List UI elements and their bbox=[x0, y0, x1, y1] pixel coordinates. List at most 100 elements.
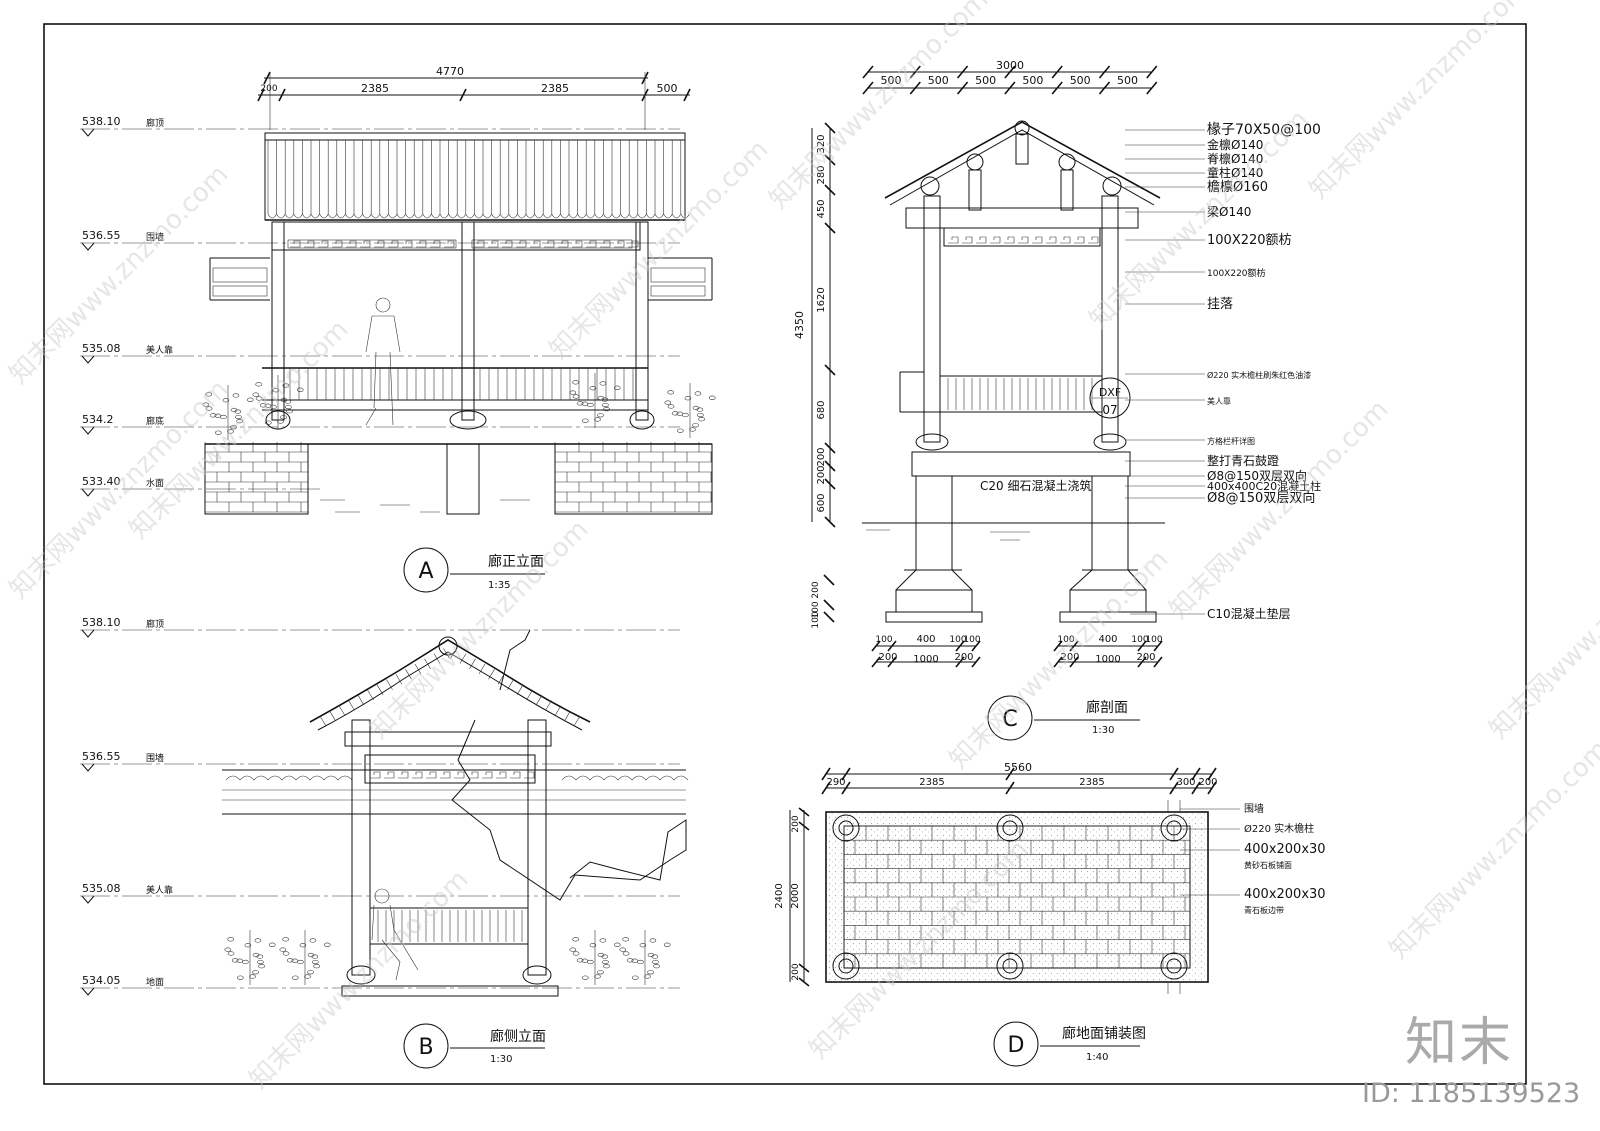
view-scale: 1:30 bbox=[490, 1054, 512, 1065]
dim-vertical: 4350 bbox=[793, 311, 806, 339]
fret-pattern bbox=[444, 240, 455, 248]
shrub-leaf bbox=[697, 412, 704, 418]
dim-vertical: 200 bbox=[811, 581, 821, 598]
shrub-leaf bbox=[297, 959, 304, 965]
roof-tile-end bbox=[499, 213, 510, 219]
dim-vertical: 600 bbox=[816, 493, 827, 512]
watermark-text: 知末网www.znzmo.com bbox=[1484, 514, 1600, 745]
shrub-leaf bbox=[282, 383, 290, 388]
callout-text: 黄砂石板铺面 bbox=[1244, 860, 1292, 870]
roof-tile bbox=[459, 653, 467, 664]
wall-cap-tile bbox=[589, 775, 605, 781]
fret-pattern bbox=[370, 771, 381, 779]
roof-tile-end bbox=[534, 213, 544, 219]
shrub-leaf bbox=[664, 400, 672, 405]
callout-text: 100X220额枋 bbox=[1207, 232, 1292, 248]
fret-pattern bbox=[502, 240, 513, 248]
dim-segment: 100 bbox=[949, 635, 966, 645]
level-label: 廊顶 bbox=[146, 618, 164, 630]
dim-tick bbox=[824, 478, 836, 490]
roof-tile bbox=[478, 663, 486, 675]
callout-text: C20 细石混凝土浇筑 bbox=[980, 478, 1091, 493]
shrub-leaf bbox=[285, 404, 292, 410]
shrub-leaf bbox=[307, 970, 314, 975]
shrub-leaf bbox=[613, 385, 621, 390]
roof-tile-end bbox=[439, 213, 449, 219]
fret-pattern bbox=[304, 240, 315, 248]
wall-cap-tile bbox=[225, 775, 241, 781]
fret-pattern bbox=[530, 240, 541, 248]
shrub-leaf bbox=[692, 423, 699, 428]
watermark-text: 知末网www.znzmo.com bbox=[4, 159, 235, 390]
callout-text: 挂落 bbox=[1207, 297, 1233, 312]
level-marker: 533.40 水面 bbox=[80, 475, 320, 497]
roof-tile-end bbox=[671, 213, 682, 219]
roof-tile bbox=[367, 689, 374, 701]
dim-tick bbox=[798, 977, 810, 987]
shrub-leaf bbox=[694, 391, 702, 396]
callout-text: Ø8@150双层双向 bbox=[1207, 468, 1307, 483]
shrub-leaf bbox=[252, 970, 259, 975]
roof-tile-end bbox=[422, 213, 432, 219]
roof-tile-end bbox=[310, 213, 320, 219]
dim-overall: 4770 bbox=[436, 65, 464, 78]
level-marker: 536.55 围墙 bbox=[80, 229, 680, 251]
roof-tile-end bbox=[388, 213, 398, 219]
shrub-leaf bbox=[222, 398, 230, 403]
dimensions-a: 4770 200 2385 2385 500 bbox=[257, 65, 691, 130]
dim-tick bbox=[824, 364, 836, 376]
shrub-leaf bbox=[589, 943, 597, 948]
shrub-leaf bbox=[236, 419, 243, 424]
fret-pattern bbox=[482, 771, 493, 779]
wall-cap-tile bbox=[631, 775, 647, 781]
level-markers-a: 538.10 廊顶 536.55 围墙 535.08 美人靠 534.2 廊底 bbox=[80, 115, 680, 497]
callout-text: 100X220额枋 bbox=[1207, 267, 1266, 279]
dim-segment: 500 bbox=[881, 74, 902, 87]
dim-vertical: 200 bbox=[791, 815, 801, 832]
dim-overall: 3000 bbox=[996, 59, 1024, 72]
roof-tile bbox=[554, 705, 562, 716]
shrub-leaf bbox=[279, 947, 287, 952]
shrub-leaf bbox=[282, 951, 290, 956]
level-value: 535.08 bbox=[82, 882, 121, 895]
shrub-leaf bbox=[237, 975, 244, 980]
level-marker: 534.2 廊底 bbox=[80, 413, 680, 435]
fret-pattern bbox=[976, 236, 987, 244]
watermark-text: 知末网www.znzmo.com bbox=[1164, 394, 1395, 625]
garden-wall-b bbox=[222, 769, 689, 815]
dim-tick bbox=[956, 65, 969, 95]
fret-pattern bbox=[416, 240, 427, 248]
roof-tile bbox=[414, 663, 422, 675]
roof-tile-end bbox=[448, 213, 458, 219]
shrub-leaf bbox=[653, 964, 660, 969]
roof-tile bbox=[488, 669, 495, 680]
dim-tick bbox=[1191, 767, 1201, 795]
shrub-leaf bbox=[258, 964, 265, 969]
shrub-leaf bbox=[299, 943, 307, 948]
shrub-leaf bbox=[312, 959, 319, 965]
roof-tile bbox=[535, 695, 543, 706]
shrub-leaf bbox=[708, 395, 716, 400]
roof-tile-end bbox=[396, 213, 406, 219]
roof-tile bbox=[433, 653, 441, 664]
wall-cap-tile bbox=[561, 775, 577, 781]
fret-pattern bbox=[488, 240, 499, 248]
shrub-leaf bbox=[249, 974, 256, 979]
roof-tile-end bbox=[680, 213, 690, 219]
roof-tile-end bbox=[345, 213, 355, 219]
shrub-leaf bbox=[224, 947, 232, 952]
fret-pattern bbox=[398, 771, 409, 779]
watermark-text: 知末网www.znzmo.com bbox=[1384, 734, 1600, 965]
callout-text: 青石板边带 bbox=[1244, 905, 1284, 915]
view-title: 廊正立面 bbox=[488, 553, 544, 570]
shrub-leaf bbox=[286, 958, 294, 963]
roof-tile-end bbox=[379, 213, 389, 219]
shrub-leaf bbox=[576, 401, 584, 406]
dim-tick bbox=[824, 122, 836, 134]
level-value: 536.55 bbox=[82, 750, 121, 763]
roof-tile bbox=[319, 715, 327, 727]
fret-pattern bbox=[948, 236, 959, 244]
shrub-leaf bbox=[602, 959, 609, 965]
shrub-leaf bbox=[268, 942, 276, 947]
